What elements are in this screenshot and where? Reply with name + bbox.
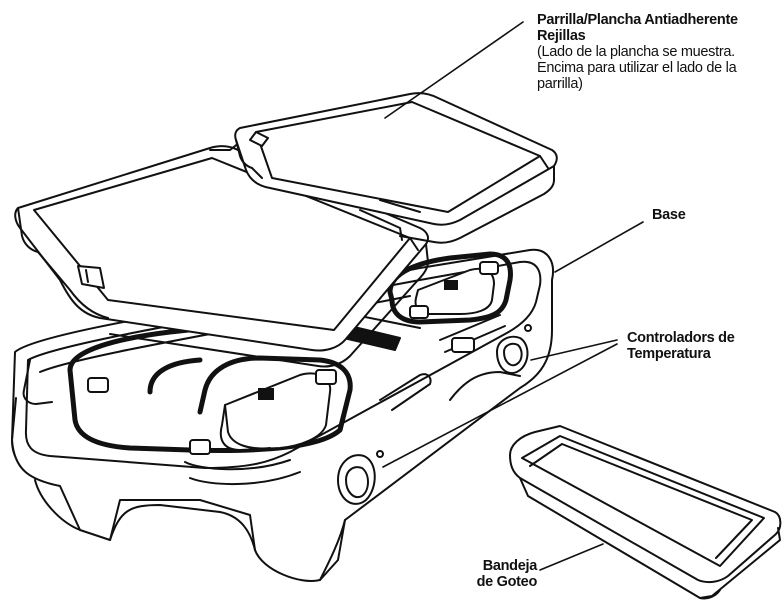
label-plates-line1: Parrilla/Plancha Antiadherente — [537, 12, 738, 28]
label-plates-line5: parrilla) — [537, 76, 738, 92]
drip-tray — [510, 426, 780, 599]
label-base-text: Base — [652, 207, 685, 223]
leader-line-drip-tray — [540, 544, 603, 570]
label-controls: Controladors de Temperatura — [627, 330, 734, 362]
leader-line-plates — [385, 22, 523, 118]
label-plates-line3: (Lado de la plancha se muestra. — [537, 44, 738, 60]
label-drip-tray: Bandeja de Goteo — [455, 558, 537, 590]
label-plates-line4: Encima para utilizar el lado de la — [537, 60, 738, 76]
label-drip-tray-line2: de Goteo — [455, 574, 537, 590]
leader-line-base — [555, 222, 643, 272]
label-plates-line2: Rejillas — [537, 28, 738, 44]
label-controls-line1: Controladors de — [627, 330, 734, 346]
label-plates: Parrilla/Plancha Antiadherente Rejillas … — [537, 12, 738, 92]
label-controls-line2: Temperatura — [627, 346, 734, 362]
label-base: Base — [652, 207, 685, 223]
label-drip-tray-line1: Bandeja — [455, 558, 537, 574]
